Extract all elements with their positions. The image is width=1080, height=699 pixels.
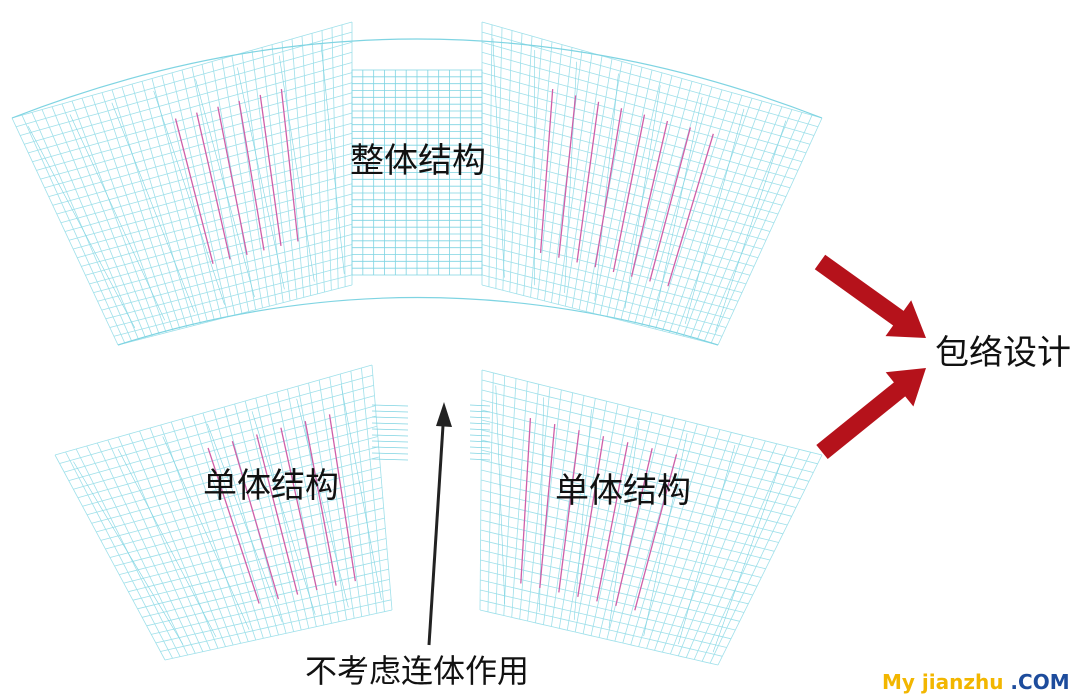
watermark-text-jianzhu: jianzhu — [921, 670, 1004, 694]
no-connection-label: 不考虑连体作用 — [305, 652, 529, 690]
no-connection-arrow — [427, 402, 452, 646]
envelope-arrow-lower — [816, 368, 926, 459]
envelope-design-label: 包络设计 — [935, 333, 1071, 373]
overall-structure-label: 整体结构 — [350, 141, 486, 181]
watermark-text-my: My — [882, 670, 922, 694]
single-structure-right-frame — [469, 369, 823, 666]
single-structure-right-label: 单体结构 — [555, 471, 691, 511]
single-structure-left-frame — [54, 364, 409, 661]
envelope-arrow-upper — [814, 254, 926, 338]
svg-text:My jianzhu .COM: My jianzhu .COM — [882, 670, 1070, 694]
watermark-logo: My jianzhu .COM — [882, 670, 1070, 694]
single-structure-left-label: 单体结构 — [203, 466, 339, 506]
watermark-text-com: .COM — [1003, 670, 1069, 694]
overall-structure-frame — [11, 21, 823, 346]
